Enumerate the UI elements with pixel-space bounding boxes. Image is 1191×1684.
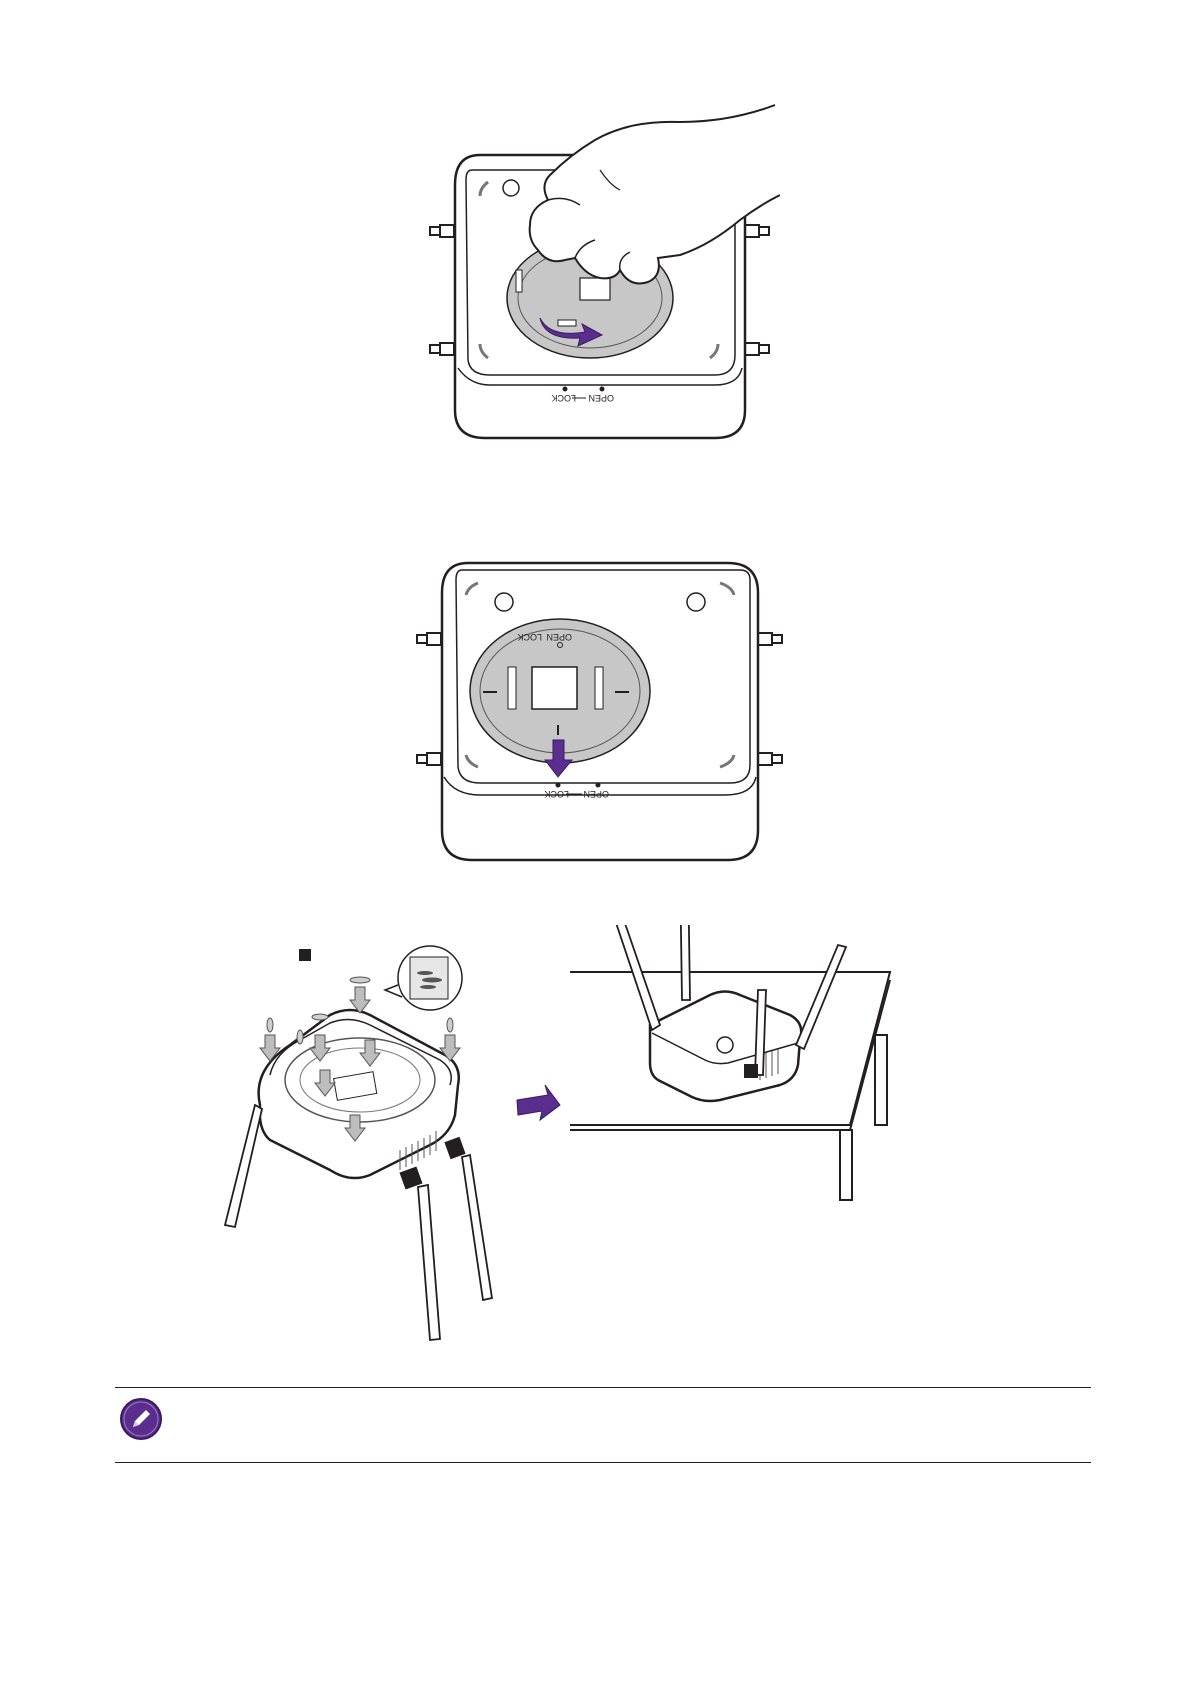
figure-rotate-mounting-plate: LOCK OPEN: [380, 100, 780, 455]
next-step-arrow: [517, 1085, 560, 1120]
antenna-connector-right-bottom: [758, 753, 782, 765]
antenna-front: [418, 1185, 440, 1340]
figure-attach-feet-and-place: [200, 925, 1020, 1350]
antenna-left: [225, 1105, 262, 1227]
pencil-icon: [118, 1396, 164, 1442]
device-upside-down: [225, 946, 492, 1340]
open-label: OPEN: [583, 789, 609, 799]
antenna-connector-left-top: [417, 633, 441, 645]
antenna-connector-right-bottom: [745, 343, 769, 355]
antenna-connector-left-bottom: [417, 753, 441, 765]
lock-label: LOCK: [551, 393, 576, 403]
antenna-back-center: [680, 925, 690, 1000]
note-top-rule: [115, 1387, 1091, 1388]
antenna-front-center: [755, 990, 766, 1075]
open-label: OPEN: [588, 393, 614, 403]
antenna-right: [462, 1155, 492, 1300]
antenna-connector-right-top: [758, 633, 782, 645]
plate-lock-label: LOCK: [517, 632, 542, 642]
antenna-connector-left-bottom: [430, 343, 454, 355]
note-bottom-rule: [115, 1462, 1091, 1463]
lock-label: LOCK: [544, 789, 569, 799]
plate-open-label: OPEN: [546, 632, 572, 642]
figure-plate-locked: LOCK OPEN LOCK OPEN: [380, 545, 800, 865]
antenna-connector-right-top: [745, 225, 769, 237]
antenna-connector-left-top: [430, 225, 454, 237]
